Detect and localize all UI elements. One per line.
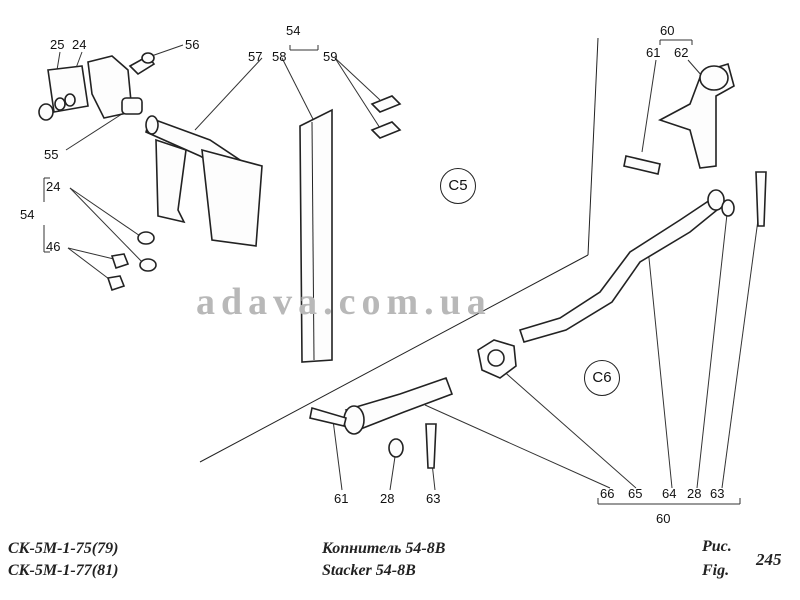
figure-label-russian: Рис. bbox=[702, 538, 732, 555]
bolt-61b-part bbox=[309, 406, 347, 427]
part-label-61: 61 bbox=[646, 45, 661, 60]
part-label-54-lower: 54 bbox=[20, 207, 35, 222]
bolt-61-part bbox=[623, 155, 661, 175]
part-label-24: 24 bbox=[72, 37, 87, 52]
part-label-58: 58 bbox=[272, 49, 287, 64]
nut-part bbox=[38, 103, 54, 121]
bushing-part bbox=[121, 97, 143, 115]
washer-part bbox=[137, 231, 155, 245]
part-label-57: 57 bbox=[248, 49, 263, 64]
callout-c6: C6 bbox=[584, 360, 620, 396]
part-label-66: 66 bbox=[600, 486, 615, 501]
boundary-lines bbox=[199, 37, 599, 463]
washer-28b-part bbox=[388, 438, 404, 458]
part-label-65: 65 bbox=[628, 486, 643, 501]
part-label-28: 28 bbox=[380, 491, 395, 506]
channel-bar-part bbox=[299, 108, 333, 363]
lever-plate-part bbox=[201, 148, 263, 247]
figure-number: 245 bbox=[756, 550, 782, 569]
part-label-24-lower: 24 bbox=[46, 179, 61, 194]
part-label-64: 64 bbox=[662, 486, 677, 501]
part-label-59: 59 bbox=[323, 49, 338, 64]
part-label-62: 62 bbox=[674, 45, 689, 60]
nut-46-part bbox=[110, 253, 130, 270]
threaded-rod-part bbox=[518, 194, 724, 343]
part-label-61-lower: 61 bbox=[334, 491, 349, 506]
part-label-63: 63 bbox=[426, 491, 441, 506]
callout-c5: C5 bbox=[440, 168, 476, 204]
part-label-60-lower: 60 bbox=[656, 511, 671, 526]
parts-drawing bbox=[38, 52, 767, 469]
bolt-59a-part bbox=[370, 95, 402, 113]
model-line-1: СК-5М-1-75(79) bbox=[8, 540, 119, 557]
part-label-56: 56 bbox=[185, 37, 200, 52]
model-line-2: СК-5М-1-77(81) bbox=[8, 562, 119, 579]
bolt-59b-part bbox=[370, 121, 402, 139]
figure-label-english: Fig. bbox=[702, 562, 730, 579]
leader-lines bbox=[43, 39, 761, 505]
part-label-25: 25 bbox=[50, 37, 65, 52]
cotter-pin-part bbox=[755, 171, 767, 227]
part-label-28-right: 28 bbox=[687, 486, 702, 501]
lever-arm-part bbox=[155, 138, 187, 224]
cotter-pin-63-part bbox=[425, 423, 437, 469]
watermark-text: adava.com.ua bbox=[196, 281, 492, 323]
title-russian: Копнитель 54-8В bbox=[322, 540, 446, 557]
washer-28-part bbox=[721, 199, 735, 217]
part-label-63-right: 63 bbox=[710, 486, 725, 501]
part-label-54: 54 bbox=[286, 23, 301, 38]
title-english: Stacker 54-8B bbox=[322, 562, 416, 579]
part-label-55: 55 bbox=[44, 147, 59, 162]
part-label-46: 46 bbox=[46, 239, 61, 254]
part-label-60: 60 bbox=[660, 23, 675, 38]
